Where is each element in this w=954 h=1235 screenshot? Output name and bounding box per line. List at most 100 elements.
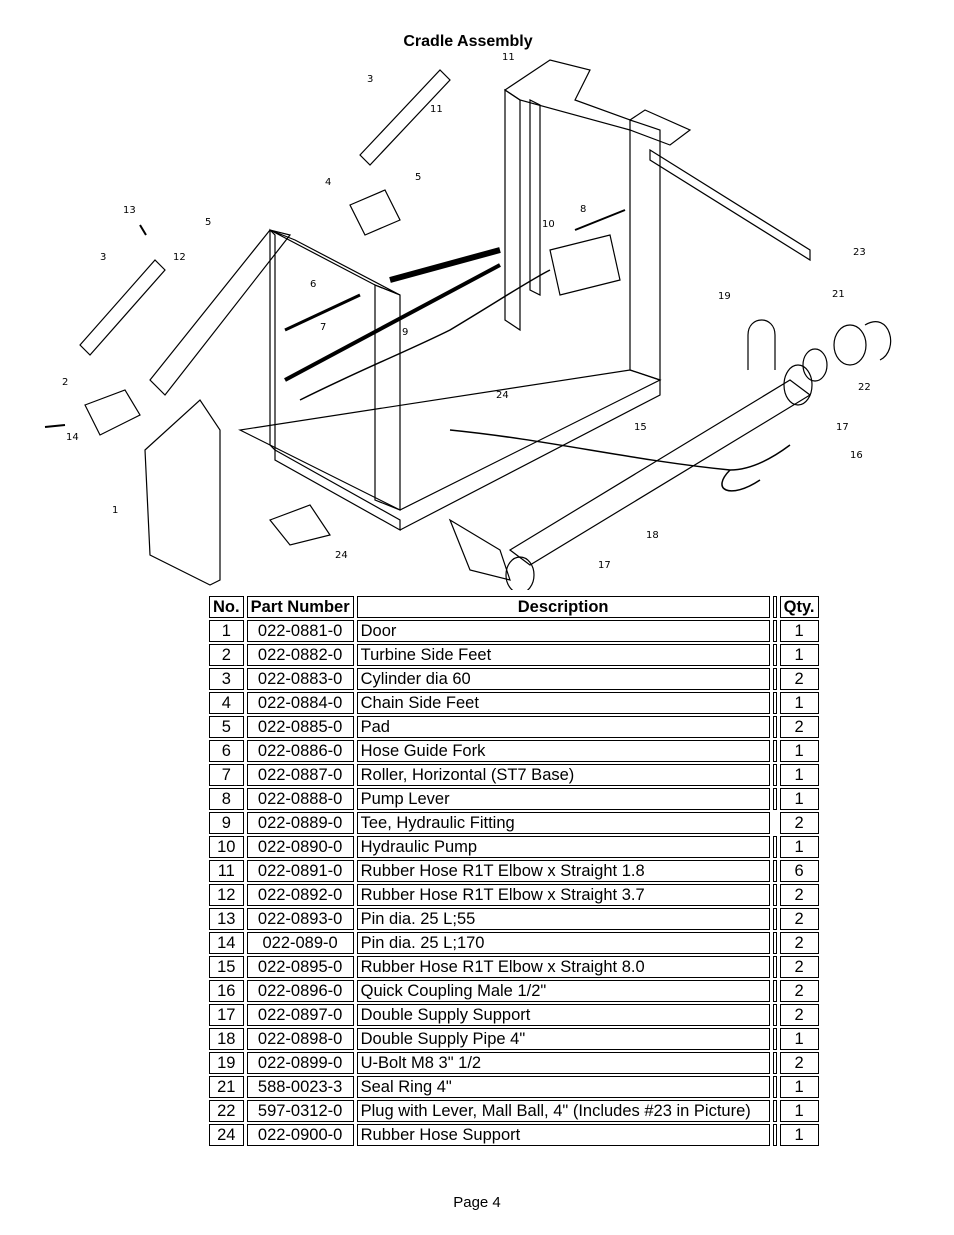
callout: 9: [402, 327, 408, 338]
callout: 17: [598, 560, 611, 571]
cell-no: 5: [209, 716, 244, 738]
cell-qty: 2: [779, 932, 819, 954]
hydraulic-pump: [549, 234, 621, 296]
cell-spacer: [772, 788, 777, 810]
callout: 6: [310, 279, 316, 290]
cell-no: 18: [209, 1028, 244, 1050]
header-description: Description: [356, 596, 770, 618]
cell-spacer: [772, 668, 777, 690]
callout: 2: [62, 377, 68, 388]
cell-no: 12: [209, 884, 244, 906]
cell-description: Pad: [356, 716, 770, 738]
arm-left: [149, 229, 292, 396]
cell-part-number: 022-0886-0: [246, 740, 354, 762]
cell-part-number: 022-0885-0: [246, 716, 354, 738]
callout: 21: [832, 289, 845, 300]
callout: 11: [502, 52, 515, 63]
header-no: No.: [209, 596, 244, 618]
frame-left-post: [269, 228, 276, 452]
callout: 13: [123, 205, 136, 216]
callout: 24: [496, 390, 509, 401]
callout: 18: [646, 530, 659, 541]
cell-part-number: 022-0895-0: [246, 956, 354, 978]
cell-description: Pin dia. 25 L;55: [356, 908, 770, 930]
callout: 12: [173, 252, 186, 263]
cell-qty: 1: [779, 620, 819, 642]
cell-spacer: [772, 1052, 777, 1074]
cell-qty: 1: [779, 740, 819, 762]
cell-spacer: [772, 716, 777, 738]
cell-no: 6: [209, 740, 244, 762]
cell-no: 4: [209, 692, 244, 714]
page-number: Page 4: [453, 1194, 501, 1211]
pump-lever: [574, 209, 626, 231]
cell-qty: 2: [779, 1004, 819, 1026]
cell-spacer: [772, 1004, 777, 1026]
cell-no: 14: [209, 932, 244, 954]
callout: 23: [853, 247, 866, 258]
cell-description: Rubber Hose R1T Elbow x Straight 8.0: [356, 956, 770, 978]
cell-description: Hydraulic Pump: [356, 836, 770, 858]
cell-part-number: 022-0887-0: [246, 764, 354, 786]
roller-horizontal: [284, 263, 501, 382]
callout: 8: [580, 204, 586, 215]
cell-spacer: [772, 932, 777, 954]
frame-right-post: [629, 119, 661, 381]
callout: 24: [335, 550, 348, 561]
cell-no: 22: [209, 1100, 244, 1122]
plug: [833, 324, 867, 366]
cell-part-number: 022-0882-0: [246, 644, 354, 666]
cell-part-number: 022-0884-0: [246, 692, 354, 714]
hose-guide-fork: [284, 293, 361, 332]
cell-description: Seal Ring 4": [356, 1076, 770, 1098]
cell-description: Pump Lever: [356, 788, 770, 810]
cell-spacer: [772, 620, 777, 642]
cell-part-number: 597-0312-0: [246, 1100, 354, 1122]
cell-spacer: [772, 644, 777, 666]
cell-spacer: [772, 884, 777, 906]
cell-spacer: [772, 764, 777, 786]
cell-part-number: 022-0881-0: [246, 620, 354, 642]
cell-description: Cylinder dia 60: [356, 668, 770, 690]
cylinder-top: [359, 69, 451, 166]
callout: 16: [850, 450, 863, 461]
door: [144, 399, 221, 586]
cell-spacer: [772, 1028, 777, 1050]
cell-spacer: [772, 1100, 777, 1122]
cell-part-number: 022-0888-0: [246, 788, 354, 810]
cell-qty: 2: [779, 668, 819, 690]
cell-spacer: [772, 836, 777, 858]
cell-spacer: [772, 860, 777, 882]
page-title: Cradle Assembly: [403, 33, 533, 50]
frame-back-post: [504, 88, 521, 332]
cell-spacer: [772, 740, 777, 762]
header-part-number: Part Number: [246, 596, 354, 618]
cell-no: 15: [209, 956, 244, 978]
cell-part-number: 022-0892-0: [246, 884, 354, 906]
cell-part-number: 022-0890-0: [246, 836, 354, 858]
cell-part-number: 022-0893-0: [246, 908, 354, 930]
callout: 7: [320, 322, 326, 333]
cell-no: 16: [209, 980, 244, 1002]
cell-qty: 2: [779, 716, 819, 738]
callout: 17: [836, 422, 849, 433]
cell-qty: 6: [779, 860, 819, 882]
frame-base: [238, 369, 662, 511]
